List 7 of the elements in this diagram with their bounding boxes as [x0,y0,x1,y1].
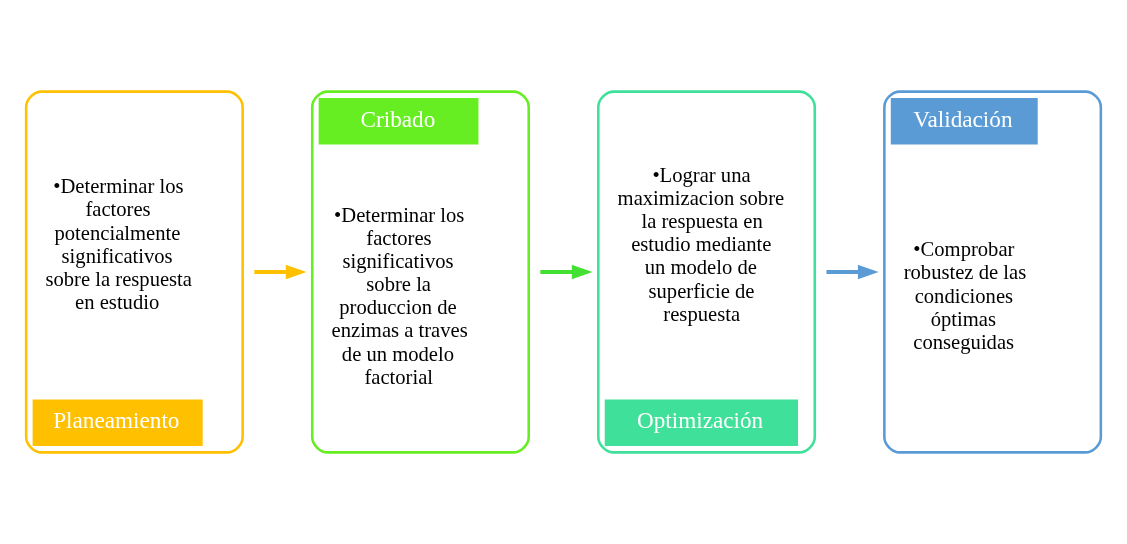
node-box: Cribado •Determinar los factores significativos sobre la produccion de enzimas a traves de un modelo factorial [310,90,530,454]
arrow [826,264,879,280]
node-box: •Lograr una maximizacion sobre la respuesta en estudio mediante un modelo de superficie de respuesta Optimización [597,90,817,454]
arrow [540,264,593,280]
node-box: •Determinar los factores potencialmente significativos sobre la respuesta en estudio Planeamiento [24,90,244,454]
arrow [254,264,307,280]
node-box: Validación •Comprobar robustez de las condiciones óptimas conseguidas [883,90,1103,454]
